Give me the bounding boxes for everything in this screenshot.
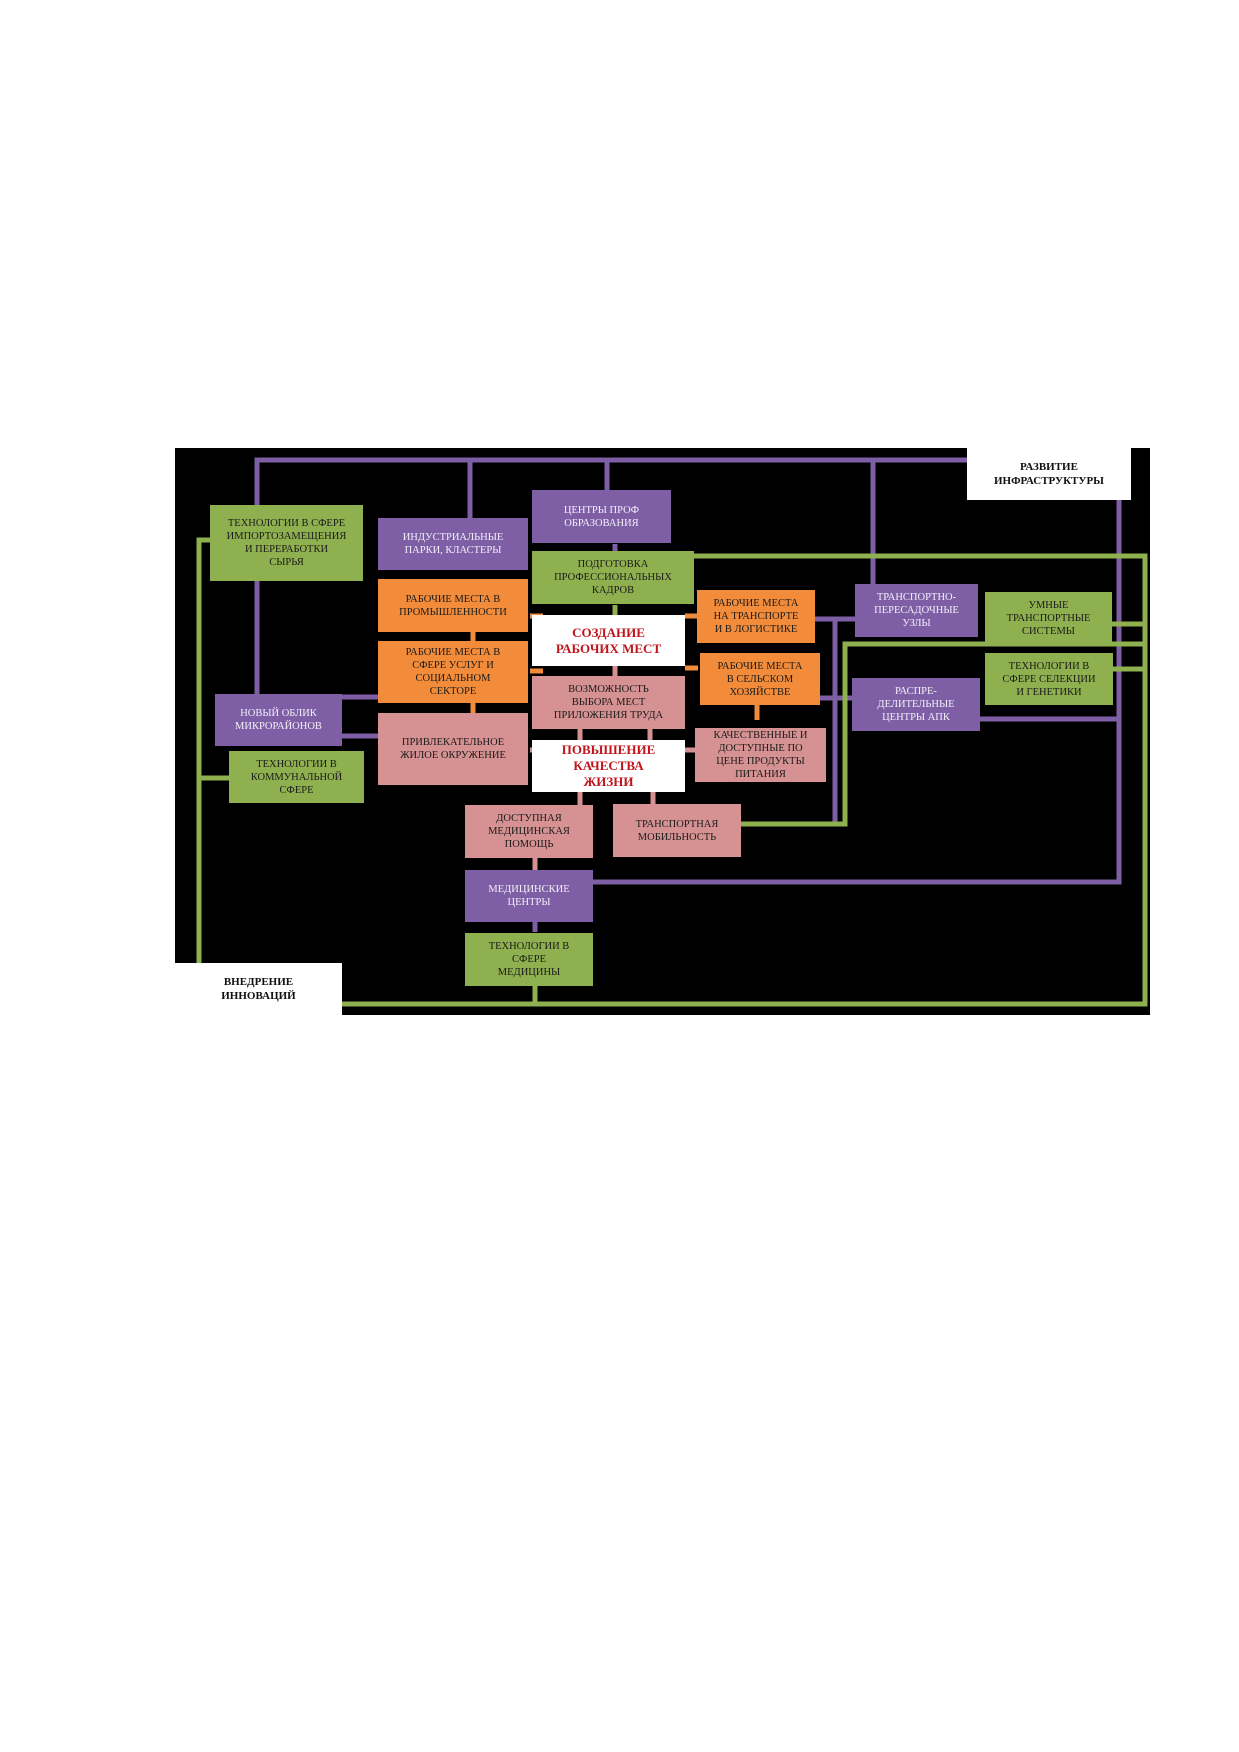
transport-jobs-box: РАБОЧИЕ МЕСТА НА ТРАНСПОРТЕ И В ЛОГИСТИК…: [697, 590, 815, 643]
medical-help-box: ДОСТУПНАЯ МЕДИЦИНСКАЯ ПОМОЩЬ: [465, 805, 593, 858]
agriculture-jobs-label: РАБОЧИЕ МЕСТА В СЕЛЬСКОМ ХОЗЯЙСТВЕ: [717, 660, 803, 698]
green-line-outer: [196, 537, 220, 966]
professional-training-label: ПОДГОТОВКА ПРОФЕССИОНАЛЬНЫХ КАДРОВ: [554, 559, 672, 596]
services-jobs-label: РАБОЧИЕ МЕСТА В СФЕРЕ УСЛУГ И СОЦИАЛЬНОМ…: [405, 647, 501, 697]
industrial-parks-label: ИНДУСТРИАЛЬНЫЕ ПАРКИ, КЛАСТЕРЫ: [402, 532, 504, 556]
infrastructure-development-box: РАЗВИТИЕ ИНФРАСТРУКТУРЫ: [967, 448, 1131, 500]
attractive-environment-label: ПРИВЛЕКАТЕЛЬНОЕ ЖИЛОЕ ОКРУЖЕНИЕ: [400, 737, 506, 761]
innovation-implementation-box: ВНЕДРЕНИЕ ИННОВАЦИЙ: [175, 963, 342, 1015]
professional-training-box: ПОДГОТОВКА ПРОФЕССИОНАЛЬНЫХ КАДРОВ: [532, 551, 694, 604]
industry-jobs-label: РАБОЧИЕ МЕСТА В ПРОМЫШЛЕННОСТИ: [399, 593, 507, 618]
innovation-infrastructure-diagram: РАЗВИТИЕ ИНФРАСТРУКТУРЫ ВНЕДРЕНИЕ ИННОВА…: [175, 448, 1150, 1015]
innovation-implementation-label: ВНЕДРЕНИЕ ИННОВАЦИЙ: [221, 976, 296, 1002]
services-jobs-box: РАБОЧИЕ МЕСТА В СФЕРЕ УСЛУГ И СОЦИАЛЬНОМ…: [378, 641, 528, 703]
hub-job-creation: СОЗДАНИЕ РАБОЧИХ МЕСТ: [532, 615, 685, 666]
quality-food-label: КАЧЕСТВЕННЫЕ И ДОСТУПНЫЕ ПО ЦЕНЕ ПРОДУКТ…: [713, 730, 808, 780]
medical-centers-box: МЕДИЦИНСКИЕ ЦЕНТРЫ: [465, 870, 593, 922]
selection-genetics-tech-box: ТЕХНОЛОГИИ В СФЕРЕ СЕЛЕКЦИИ И ГЕНЕТИКИ: [985, 653, 1113, 705]
infrastructure-development-label: РАЗВИТИЕ ИНФРАСТРУКТУРЫ: [994, 461, 1104, 487]
green-line-bottom: [327, 553, 1148, 1007]
agro-distribution-centers-label: РАСПРЕ- ДЕЛИТЕЛЬНЫЕ ЦЕНТРЫ АПК: [877, 686, 955, 723]
import-substitution-tech-box: ТЕХНОЛОГИИ В СФЕРЕ ИМПОРТОЗАМЕЩЕНИЯ И ПЕ…: [210, 505, 363, 581]
selection-genetics-tech-label: ТЕХНОЛОГИИ В СФЕРЕ СЕЛЕКЦИИ И ГЕНЕТИКИ: [1002, 660, 1096, 698]
new-microdistricts-box: НОВЫЙ ОБЛИК МИКРОРАЙОНОВ: [215, 694, 342, 746]
quality-food-box: КАЧЕСТВЕННЫЕ И ДОСТУПНЫЕ ПО ЦЕНЕ ПРОДУКТ…: [695, 728, 826, 782]
prof-education-centers-label: ЦЕНТРЫ ПРОФ ОБРАЗОВАНИЯ: [563, 504, 640, 529]
transport-jobs-label: РАБОЧИЕ МЕСТА НА ТРАНСПОРТЕ И В ЛОГИСТИК…: [713, 598, 799, 635]
medical-help-label: ДОСТУПНАЯ МЕДИЦИНСКАЯ ПОМОЩЬ: [488, 813, 570, 850]
import-substitution-tech-label: ТЕХНОЛОГИИ В СФЕРЕ ИМПОРТОЗАМЕЩЕНИЯ И ПЕ…: [226, 518, 347, 568]
hub-job-creation-label: СОЗДАНИЕ РАБОЧИХ МЕСТ: [555, 624, 662, 656]
transport-mobility-label: ТРАНСПОРТНАЯ МОБИЛЬНОСТЬ: [635, 818, 719, 843]
medical-tech-label: ТЕХНОЛОГИИ В СФЕРЕ МЕДИЦИНЫ: [488, 941, 570, 978]
hub-quality-of-life-label: ПОВЫШЕНИЕ КАЧЕСТВА ЖИЗНИ: [561, 742, 656, 789]
transfer-hubs-box: ТРАНСПОРТНО- ПЕРЕСАДОЧНЫЕ УЗЛЫ: [855, 584, 978, 637]
purple-line-right-trunk: [562, 497, 1122, 885]
green-line-mid-v: [737, 641, 848, 827]
agriculture-jobs-box: РАБОЧИЕ МЕСТА В СЕЛЬСКОМ ХОЗЯЙСТВЕ: [700, 653, 820, 705]
hub-quality-of-life: ПОВЫШЕНИЕ КАЧЕСТВА ЖИЗНИ: [532, 740, 685, 792]
prof-education-centers-box: ЦЕНТРЫ ПРОФ ОБРАЗОВАНИЯ: [532, 490, 671, 543]
communal-tech-box: ТЕХНОЛОГИИ В КОММУНАЛЬНОЙ СФЕРЕ: [229, 751, 364, 803]
industry-jobs-box: РАБОЧИЕ МЕСТА В ПРОМЫШЛЕННОСТИ: [378, 579, 528, 632]
medical-centers-label: МЕДИЦИНСКИЕ ЦЕНТРЫ: [488, 884, 570, 908]
job-choice-box: ВОЗМОЖНОСТЬ ВЫБОРА МЕСТ ПРИЛОЖЕНИЯ ТРУДА: [532, 676, 685, 729]
transport-mobility-box: ТРАНСПОРТНАЯ МОБИЛЬНОСТЬ: [613, 804, 741, 857]
communal-tech-label: ТЕХНОЛОГИИ В КОММУНАЛЬНОЙ СФЕРЕ: [250, 758, 343, 796]
attractive-environment-box: ПРИВЛЕКАТЕЛЬНОЕ ЖИЛОЕ ОКРУЖЕНИЕ: [378, 713, 528, 785]
agro-distribution-centers-box: РАСПРЕ- ДЕЛИТЕЛЬНЫЕ ЦЕНТРЫ АПК: [852, 678, 980, 731]
smart-transport-label: УМНЫЕ ТРАНСПОРТНЫЕ СИСТЕМЫ: [1006, 600, 1091, 637]
new-microdistricts-label: НОВЫЙ ОБЛИК МИКРОРАЙОНОВ: [235, 708, 322, 732]
industrial-parks-box: ИНДУСТРИАЛЬНЫЕ ПАРКИ, КЛАСТЕРЫ: [378, 518, 528, 570]
medical-tech-box: ТЕХНОЛОГИИ В СФЕРЕ МЕДИЦИНЫ: [465, 933, 593, 986]
transfer-hubs-label: ТРАНСПОРТНО- ПЕРЕСАДОЧНЫЕ УЗЛЫ: [874, 592, 959, 629]
smart-transport-box: УМНЫЕ ТРАНСПОРТНЫЕ СИСТЕМЫ: [985, 592, 1112, 645]
job-choice-label: ВОЗМОЖНОСТЬ ВЫБОРА МЕСТ ПРИЛОЖЕНИЯ ТРУДА: [553, 684, 664, 721]
